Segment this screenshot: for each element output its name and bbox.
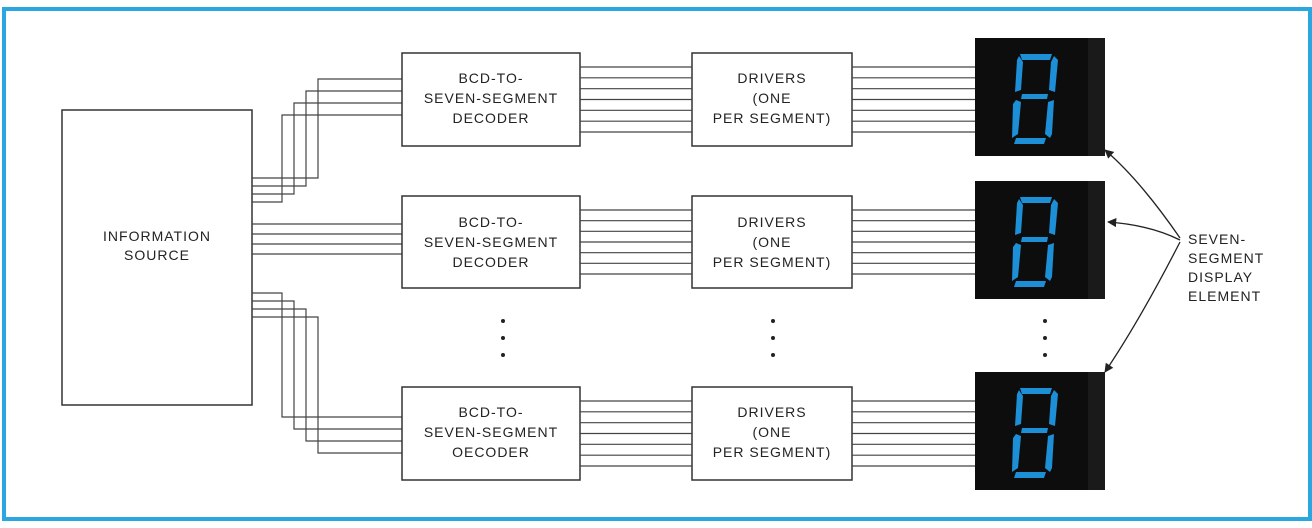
ellipsis-dots xyxy=(501,319,1047,357)
bus-line xyxy=(252,300,402,430)
arrow-to-display-1 xyxy=(1104,149,1181,239)
inter-stage-buses xyxy=(580,66,975,467)
display-label-line2: SEGMENT xyxy=(1188,250,1264,266)
decoder-2-line3: DECODER xyxy=(452,254,529,270)
decoder-3-line2: SEVEN-SEGMENT xyxy=(424,424,558,440)
display-label-line3: DISPLAY xyxy=(1188,269,1253,285)
display-segment xyxy=(1012,100,1021,138)
bus-line xyxy=(252,292,402,418)
row-2: BCD-TO- SEVEN-SEGMENT DECODER DRIVERS (O… xyxy=(401,195,853,289)
display-element-label: SEVEN- SEGMENT DISPLAY ELEMENT xyxy=(1188,231,1264,304)
display-segment xyxy=(1020,54,1052,60)
display-segment xyxy=(1020,197,1052,203)
decoder-1-line1: BCD-TO- xyxy=(458,70,523,86)
display-pointer-arrows xyxy=(1104,149,1181,373)
display-segment xyxy=(1021,428,1048,433)
display-segment xyxy=(1012,243,1021,281)
display-segment xyxy=(1045,434,1054,472)
driver-3-line2: (ONE xyxy=(753,424,792,440)
display-segment xyxy=(1020,388,1052,394)
display-panel-edge xyxy=(1088,181,1105,299)
driver-2-line1: DRIVERS xyxy=(737,214,806,230)
source-label-line1: INFORMATION xyxy=(103,228,211,244)
driver-2-line3: PER SEGMENT) xyxy=(713,254,832,270)
decoder-3-line1: BCD-TO- xyxy=(458,404,523,420)
source-to-decoder-buses xyxy=(252,78,402,454)
seven-segment-display xyxy=(975,372,1105,490)
seven-segment-display xyxy=(975,38,1105,156)
display-label-line1: SEVEN- xyxy=(1188,231,1246,247)
driver-2-line2: (ONE xyxy=(753,234,792,250)
display-segment xyxy=(1045,100,1054,138)
display-panel-edge xyxy=(1088,38,1105,156)
decoder-3-line3: OECODER xyxy=(452,444,530,460)
bus-line xyxy=(252,308,402,442)
display-segment xyxy=(1015,199,1023,235)
decoder-1-line2: SEVEN-SEGMENT xyxy=(424,90,558,106)
row-1: BCD-TO- SEVEN-SEGMENT DECODER DRIVERS (O… xyxy=(401,52,853,147)
display-segment xyxy=(1045,243,1054,281)
driver-3-line1: DRIVERS xyxy=(737,404,806,420)
bus-line xyxy=(252,102,402,195)
arrow-to-display-2 xyxy=(1107,218,1181,241)
display-segment xyxy=(1021,237,1048,242)
display-segment xyxy=(1021,94,1048,99)
display-segment xyxy=(1049,390,1058,426)
row-3: BCD-TO- SEVEN-SEGMENT OECODER DRIVERS (O… xyxy=(401,386,853,481)
arrow-to-display-3 xyxy=(1104,241,1181,373)
seven-segment-displays xyxy=(975,38,1105,490)
seven-segment-display xyxy=(975,181,1105,299)
display-segment xyxy=(1015,390,1023,426)
display-segment xyxy=(1015,56,1023,92)
display-segment xyxy=(1014,472,1046,478)
driver-box-3 xyxy=(691,386,853,481)
display-segment xyxy=(1014,281,1046,287)
display-panel-edge xyxy=(1088,372,1105,490)
driver-3-line3: PER SEGMENT) xyxy=(713,444,832,460)
driver-1-line3: PER SEGMENT) xyxy=(713,110,832,126)
display-label-line4: ELEMENT xyxy=(1188,288,1261,304)
frame-border xyxy=(2,7,1312,521)
display-segment xyxy=(1012,434,1021,472)
decoder-2-line1: BCD-TO- xyxy=(458,214,523,230)
bus-line xyxy=(252,316,402,454)
source-label-line2: SOURCE xyxy=(124,247,190,263)
display-segment xyxy=(1049,56,1058,92)
information-source-box: INFORMATION SOURCE xyxy=(61,109,253,406)
driver-box-1 xyxy=(691,52,853,147)
decoder-box-2 xyxy=(401,195,581,289)
decoder-1-line3: DECODER xyxy=(452,110,529,126)
decoder-box-1 xyxy=(401,52,581,147)
display-segment xyxy=(1014,138,1046,144)
decoder-2-line2: SEVEN-SEGMENT xyxy=(424,234,558,250)
bus-line xyxy=(252,78,402,179)
display-segment xyxy=(1049,199,1058,235)
driver-1-line1: DRIVERS xyxy=(737,70,806,86)
bus-line xyxy=(252,114,402,203)
driver-1-line2: (ONE xyxy=(753,90,792,106)
bus-line xyxy=(252,90,402,187)
